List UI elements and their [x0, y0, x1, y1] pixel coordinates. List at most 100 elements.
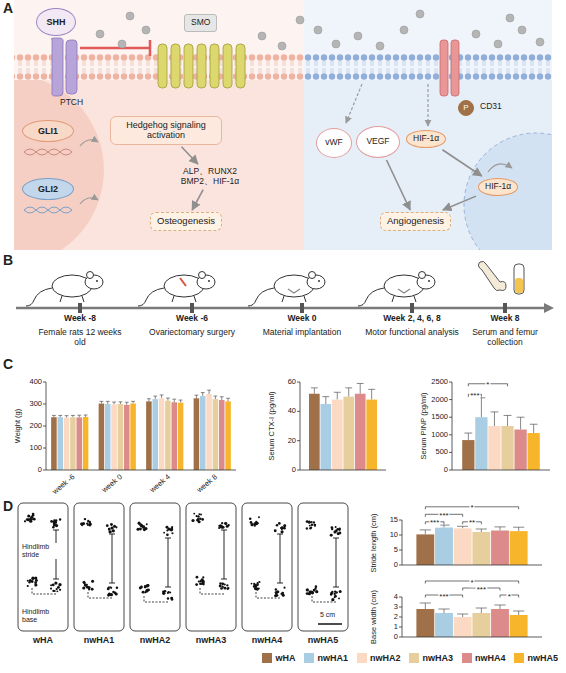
significance-stars: * — [507, 592, 512, 601]
footprint-dot — [221, 586, 223, 588]
rat-eye — [428, 280, 430, 282]
legend-item: nwHA4 — [462, 653, 506, 663]
bar — [200, 396, 206, 470]
footprint-dot — [110, 593, 113, 596]
footprint-dot — [313, 521, 315, 523]
footprint-dot — [82, 586, 85, 589]
legend-item: nwHA2 — [357, 653, 401, 663]
bar — [416, 609, 434, 637]
error-bar — [172, 399, 176, 402]
footprint-dot — [50, 587, 52, 589]
footprint-dot — [218, 527, 220, 529]
footprint-dot — [145, 584, 148, 587]
node-text: Hedgehog signaling activation — [117, 120, 215, 141]
footprint-dot — [56, 588, 58, 590]
error-bar — [457, 526, 468, 528]
nucleus — [464, 133, 552, 250]
tick-label: 20 — [288, 436, 296, 445]
scale-label: 5 cm — [320, 611, 335, 619]
axis-tick — [449, 399, 452, 400]
rat-leg — [392, 296, 416, 302]
footprint-dot — [198, 580, 200, 582]
error-bar — [226, 398, 230, 401]
tick-label: 40 — [288, 407, 296, 416]
legend-text: nwHA3 — [422, 653, 453, 663]
chart-axis — [300, 382, 386, 470]
footprint-dot — [52, 526, 55, 529]
axis-title: Weight (g) — [14, 409, 23, 443]
footprint-panel — [130, 503, 180, 631]
bar — [332, 400, 343, 470]
axis-tick — [449, 434, 452, 435]
bar — [83, 417, 89, 470]
ptch-receptor — [51, 38, 77, 96]
ligand-dot — [118, 40, 126, 48]
bar — [165, 401, 171, 470]
error-bar — [125, 402, 129, 405]
footprint-dot — [33, 518, 36, 521]
footprint-panel — [18, 503, 68, 631]
footprint-dot — [338, 597, 340, 599]
footprint-dot — [201, 518, 204, 521]
significance-stars: *** — [438, 592, 449, 601]
legend-item: nwHA1 — [304, 653, 348, 663]
footprint-dot — [281, 527, 283, 529]
footprint-dot — [32, 513, 35, 516]
error-bar — [476, 608, 487, 613]
node-text: SHH — [46, 17, 65, 27]
footprint-dot — [142, 526, 145, 529]
footprint-dot — [35, 579, 38, 582]
panel-letter: D — [3, 498, 13, 514]
bar — [159, 398, 165, 470]
footprint-dot — [306, 527, 308, 529]
ligand-dot — [96, 30, 104, 38]
footprint-dot — [315, 590, 318, 593]
error-bar — [58, 415, 62, 417]
legend-text: nwHA5 — [527, 653, 558, 663]
node-text: CD31 — [480, 102, 502, 112]
chart-axis — [46, 382, 236, 470]
ligand-dot — [258, 32, 266, 40]
footprint-dot — [142, 591, 145, 594]
rat-eye — [318, 280, 320, 282]
footprint-dot — [111, 527, 114, 530]
axis-tick — [297, 411, 300, 412]
significance-stars: *** — [476, 585, 487, 594]
axis-tick — [297, 470, 300, 471]
footprint-dot — [91, 588, 94, 591]
axis-title: Stride length (cm) — [370, 513, 379, 572]
axis-tick — [449, 452, 452, 453]
error-bar — [106, 401, 110, 404]
ligand-dot — [536, 38, 544, 46]
footprint-dot — [224, 522, 227, 525]
error-bar — [160, 395, 164, 398]
footprint-dot — [251, 583, 253, 585]
legend-swatch — [304, 653, 314, 663]
bar — [70, 417, 76, 470]
connector — [192, 190, 203, 210]
bar — [491, 609, 509, 637]
axis-tick — [449, 470, 452, 471]
rat-leg — [172, 296, 196, 302]
error-bar — [513, 527, 524, 531]
footprint-dot — [283, 527, 286, 530]
footprint-dot — [191, 519, 194, 522]
footprint-dot — [220, 525, 223, 528]
chart-axis — [402, 597, 542, 637]
tick-label: 4 — [394, 593, 398, 602]
legend-swatch — [462, 653, 472, 663]
node-text: P — [463, 103, 468, 112]
ligand-dot — [376, 42, 384, 50]
axis-tick — [43, 470, 46, 471]
text-node: PTCH — [58, 97, 85, 109]
footprint-dot — [202, 576, 204, 578]
tick-label: 100 — [29, 444, 42, 453]
footprint-dot — [227, 587, 229, 589]
footprint-dot — [29, 520, 32, 523]
footprint-dot — [198, 513, 200, 515]
tick-label: 0 — [38, 466, 42, 475]
node-text: HIF-1α — [413, 134, 439, 144]
tick-label: 1000 — [431, 430, 448, 439]
footprint-dot — [27, 580, 29, 582]
ligand-dot — [296, 16, 304, 24]
